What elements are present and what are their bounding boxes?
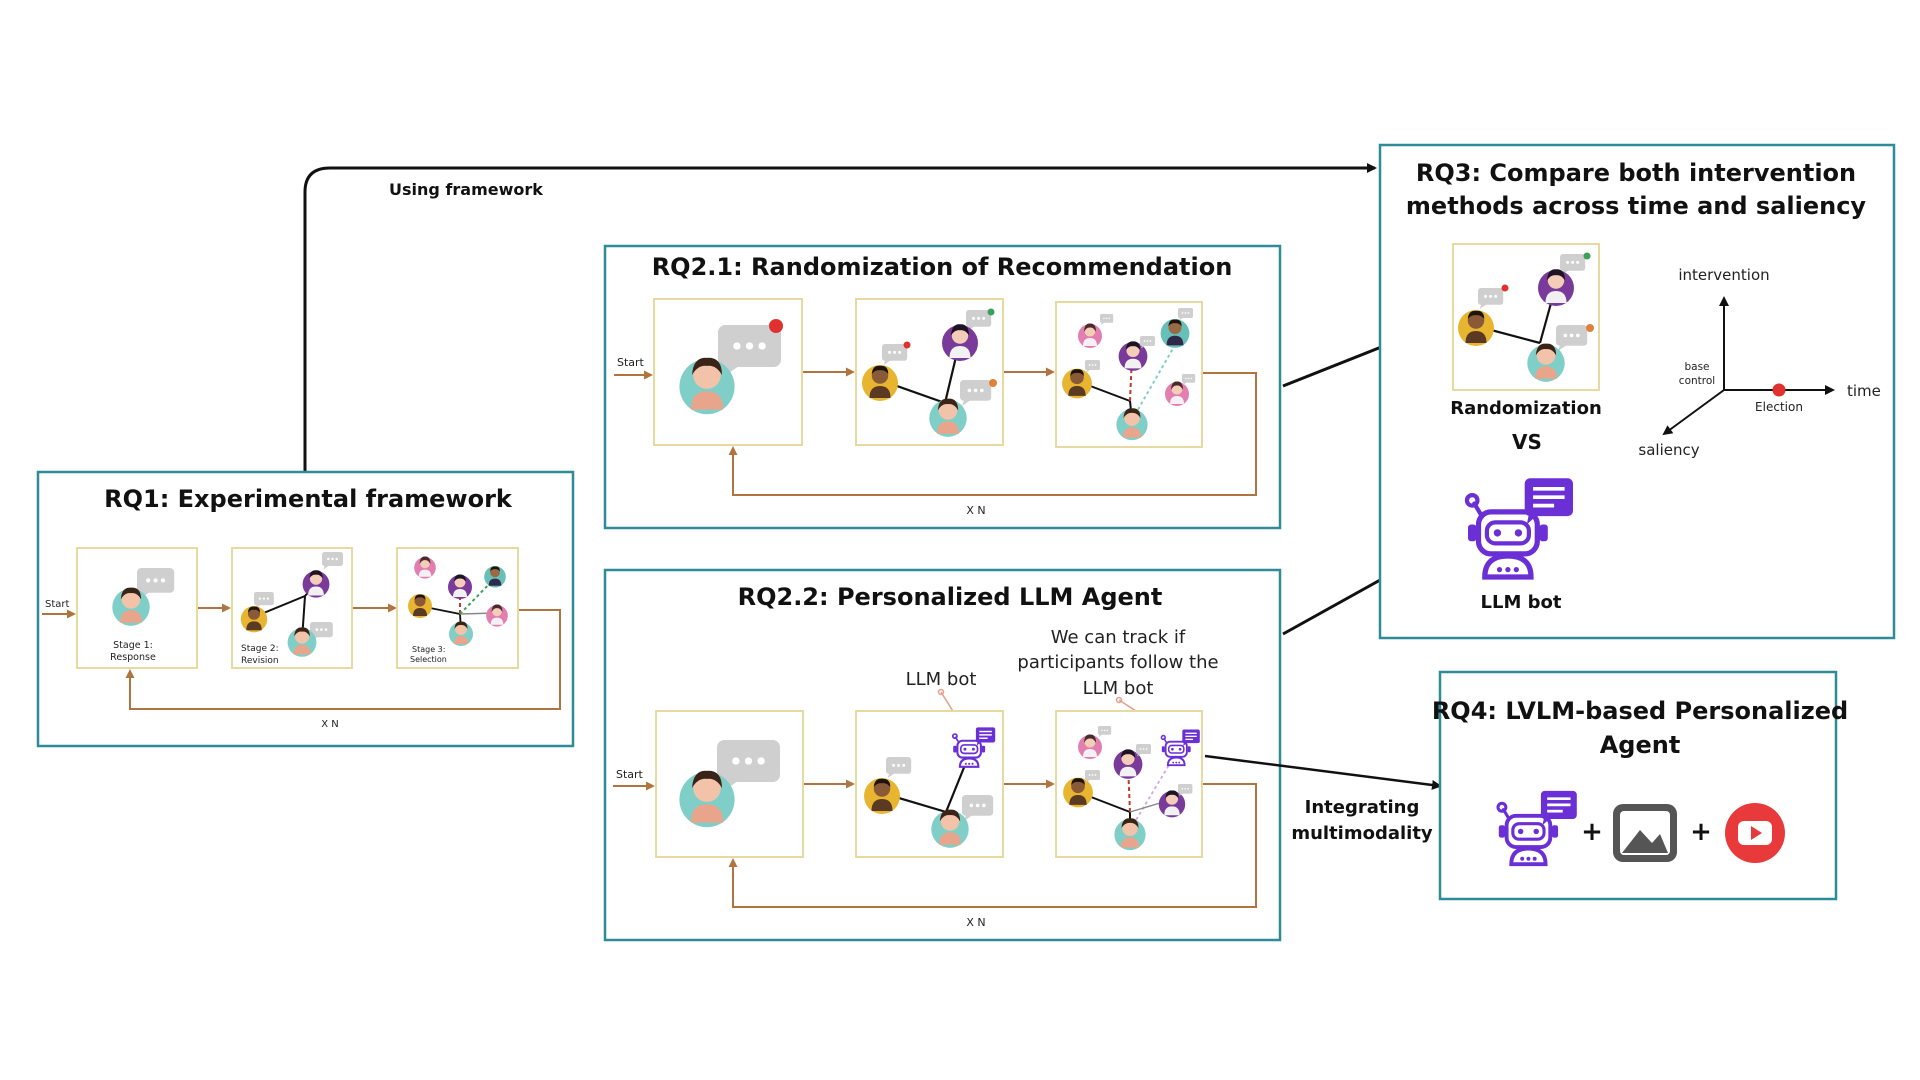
rq3-randomization-label: Randomization (1450, 398, 1602, 419)
rq3-llm-bot-label: LLM bot (1481, 592, 1562, 613)
rq22-llm-bot-label: LLM bot (906, 669, 977, 690)
rq1-xn-label: X N (321, 719, 339, 730)
rq22-note-2: participants follow the (1017, 652, 1218, 673)
axis-origin-label-1: base (1684, 361, 1709, 373)
rq1-stage1-label-2: Response (110, 652, 156, 663)
rq3-box: RQ3: Compare both intervention methods a… (1378, 143, 1896, 640)
rq21-box: RQ2.1: Randomization of Recommendation S… (603, 244, 1282, 530)
axis-point-label: Election (1755, 400, 1803, 414)
rq22-to-rq4-arrow (1204, 754, 1442, 790)
rq21-title: RQ2.1: Randomization of Recommendation (652, 253, 1233, 281)
rq1-stage3-label-1: Stage 3: (412, 645, 445, 654)
rq22-note-3: LLM bot (1083, 678, 1154, 699)
rq4-title-1: RQ4: LVLM-based Personalized (1432, 697, 1848, 725)
using-framework-label: Using framework (389, 180, 543, 199)
rq4-plus-1: + (1581, 817, 1603, 847)
rq22-start-label: Start (616, 768, 644, 781)
axis-y-label: intervention (1678, 266, 1769, 284)
rq22-box: RQ2.2: Personalized LLM Agent LLM bot We… (603, 568, 1282, 942)
rq3-vs-label: VS (1512, 430, 1542, 454)
rq1-stage1-label-1: Stage 1: (113, 640, 153, 651)
rq4-title-2: Agent (1600, 731, 1681, 759)
rq1-box: RQ1: Experimental framework Start Stage … (36, 470, 575, 748)
election-point (1772, 383, 1786, 397)
rq4-box: RQ4: LVLM-based Personalized Agent + + (1432, 670, 1848, 901)
rq1-stage2-label-2: Revision (241, 656, 279, 666)
axis-x-label: time (1847, 382, 1881, 400)
rq1-stage3-label-2: Selection (410, 655, 447, 664)
image-icon (1613, 804, 1677, 862)
rq21-start-label: Start (617, 356, 645, 369)
axis-origin-label-2: control (1679, 375, 1715, 387)
rq22-title: RQ2.2: Personalized LLM Agent (738, 583, 1163, 611)
rq21-xn-label: X N (966, 504, 985, 517)
rq1-stage2-label-1: Stage 2: (241, 644, 279, 654)
rq3-title-2: methods across time and saliency (1406, 192, 1867, 220)
rq22-note-1: We can track if (1051, 627, 1186, 648)
rq4-plus-2: + (1690, 817, 1712, 847)
multimodal-label-2: multimodality (1291, 823, 1433, 844)
rq1-title: RQ1: Experimental framework (104, 485, 513, 513)
multimodal-label-1: Integrating (1305, 797, 1420, 818)
youtube-icon (1725, 803, 1785, 863)
axis-z-label: saliency (1638, 441, 1699, 459)
rq1-start-label: Start (45, 599, 70, 610)
using-framework-arrow (303, 163, 1377, 472)
rq22-xn-label: X N (966, 916, 985, 929)
rq3-title-1: RQ3: Compare both intervention (1416, 159, 1856, 187)
